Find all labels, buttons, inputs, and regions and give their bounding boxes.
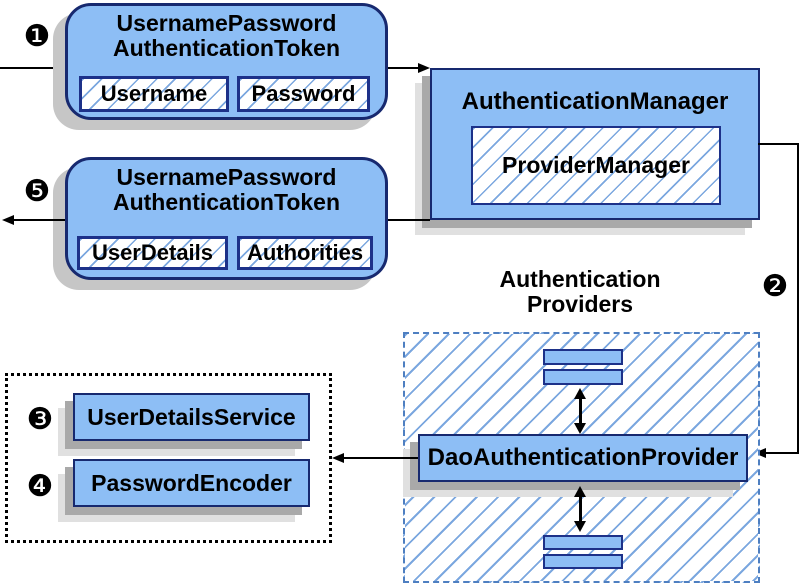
auth-providers-title-line2: Providers xyxy=(526,291,634,317)
request-token-box: UsernamePassword AuthenticationToken Use… xyxy=(65,3,388,120)
auth-providers-title: Authentication Providers xyxy=(470,267,690,317)
result-token-box: UsernamePassword AuthenticationToken Use… xyxy=(65,157,388,280)
userdetails-field-label: UserDetails xyxy=(91,240,214,265)
user-details-service-box: UserDetailsService xyxy=(73,393,310,441)
connector-manager-to-result xyxy=(388,219,430,221)
arrow-request-to-manager-head xyxy=(418,63,430,73)
password-field-label: Password xyxy=(251,81,356,106)
arrow-result-exit-shaft xyxy=(13,219,65,221)
arrow-dao-to-collaborators-shaft xyxy=(343,457,418,459)
request-token-title-line2: AuthenticationToken xyxy=(112,35,340,61)
password-encoder-box: PasswordEncoder xyxy=(73,459,310,507)
user-details-service-label: UserDetailsService xyxy=(87,403,296,430)
provider-stub-top-2 xyxy=(543,369,623,385)
provider-stub-top-1 xyxy=(543,349,623,365)
entry-connector-line xyxy=(0,67,65,69)
varrow-bottom-up-head xyxy=(574,486,586,497)
connector-manager-to-dao-top xyxy=(758,143,799,145)
request-token-title-line1: UsernamePassword xyxy=(116,10,337,36)
dao-authentication-provider-label: DaoAuthenticationProvider xyxy=(427,444,739,471)
result-token-title: UsernamePassword AuthenticationToken xyxy=(68,160,385,215)
connector-manager-to-dao-bottom xyxy=(766,452,799,454)
auth-manager-title: AuthenticationManager xyxy=(461,88,729,115)
provider-manager-label: ProviderManager xyxy=(502,152,690,178)
username-field-box: Username xyxy=(79,76,229,112)
step-5-marker: ❺ xyxy=(23,175,51,208)
request-token-title: UsernamePassword AuthenticationToken xyxy=(68,6,385,61)
varrow-top-up-head xyxy=(574,388,586,399)
auth-providers-title-line1: Authentication xyxy=(499,266,661,292)
step-2-marker: ❷ xyxy=(761,270,789,303)
arrow-result-exit-head xyxy=(2,215,14,225)
varrow-bottom-shaft xyxy=(579,495,582,523)
password-encoder-label: PasswordEncoder xyxy=(91,469,292,496)
userdetails-field-box: UserDetails xyxy=(77,236,228,270)
provider-manager-box: ProviderManager xyxy=(471,126,721,205)
provider-stub-bottom-1 xyxy=(543,535,623,550)
connector-manager-to-dao-vertical xyxy=(797,143,799,454)
auth-manager-box: AuthenticationManager ProviderManager xyxy=(430,68,760,220)
step-3-marker: ❸ xyxy=(26,403,54,436)
password-field-box: Password xyxy=(237,76,370,112)
arrow-request-to-manager-shaft xyxy=(388,67,419,69)
varrow-top-down-head xyxy=(574,423,586,434)
authorities-field-box: Authorities xyxy=(237,236,373,270)
dao-authentication-provider-box: DaoAuthenticationProvider xyxy=(418,434,748,482)
varrow-bottom-down-head xyxy=(574,521,586,532)
step-1-marker: ❶ xyxy=(23,20,51,53)
step-4-marker: ❹ xyxy=(26,470,54,503)
username-field-label: Username xyxy=(100,81,208,106)
arrow-dao-to-collaborators-head xyxy=(332,453,344,463)
authorities-field-label: Authorities xyxy=(246,240,364,265)
arrow-into-dao-head xyxy=(754,448,766,458)
provider-stub-bottom-2 xyxy=(543,554,623,569)
result-token-title-line2: AuthenticationToken xyxy=(112,189,340,215)
varrow-top-shaft xyxy=(579,397,582,425)
result-token-title-line1: UsernamePassword xyxy=(116,164,337,190)
collaborators-container xyxy=(5,373,332,543)
